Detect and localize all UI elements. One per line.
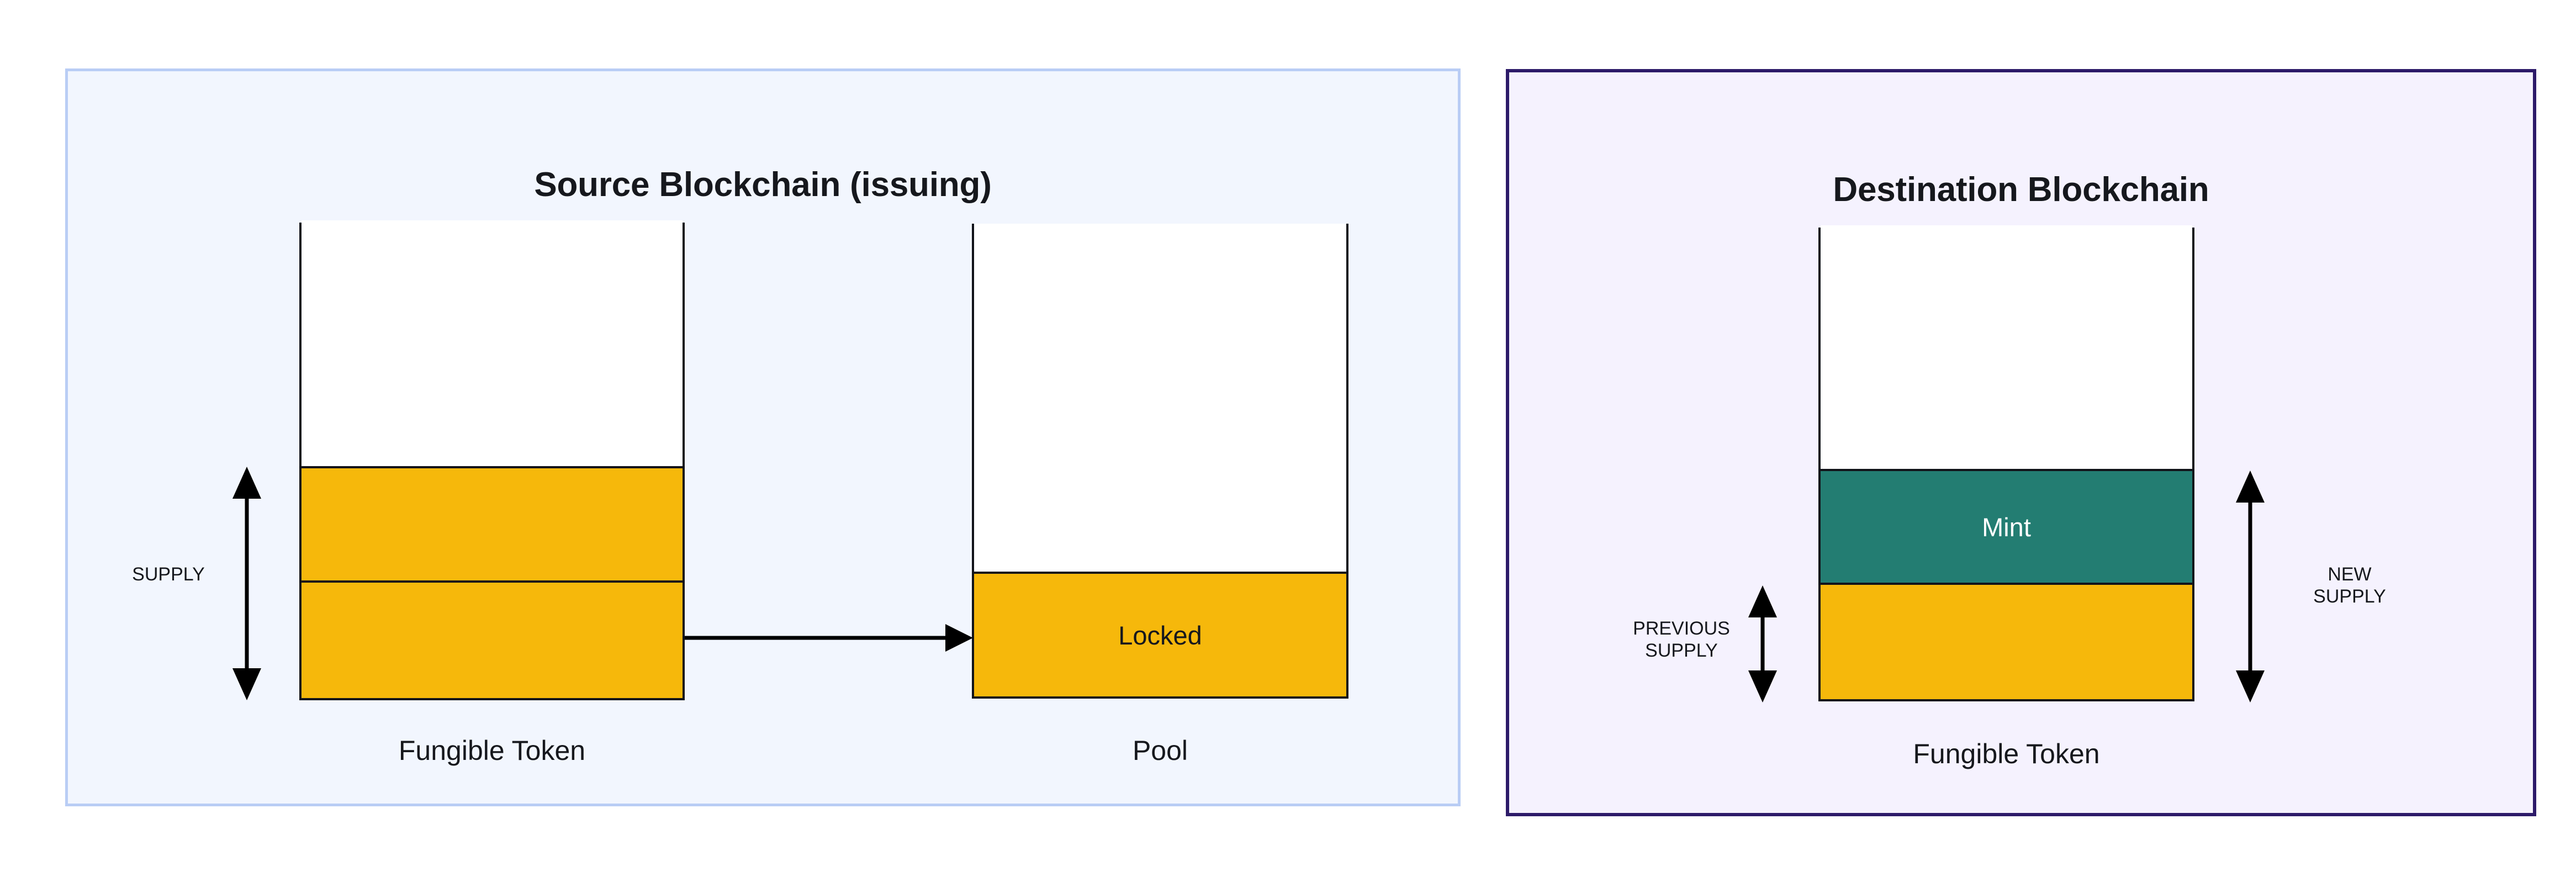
destination-token-empty-headroom: [1821, 225, 2192, 469]
new-supply-dimension-label: NEW SUPPLY: [2313, 564, 2386, 607]
destination-token-previous-supply-segment: [1821, 583, 2192, 699]
supply-dimension-label: SUPPLY: [132, 564, 205, 585]
destination-token-mint-segment: Mint: [1821, 469, 2192, 583]
pool-empty-headroom: [974, 224, 1346, 572]
destination-fungible-token-caption: Fungible Token: [1913, 738, 2100, 769]
pool-locked-segment: Locked: [974, 572, 1346, 696]
source-fungible-token-bar: [299, 220, 685, 700]
previous-supply-dimension-label: PREVIOUS SUPPLY: [1633, 618, 1730, 662]
source-token-empty-headroom: [301, 220, 683, 466]
pool-caption: Pool: [1132, 735, 1188, 766]
destination-blockchain-title: Destination Blockchain: [1833, 171, 2209, 209]
destination-mint-label: Mint: [1982, 512, 2031, 542]
source-blockchain-title: Source Blockchain (issuing): [534, 166, 992, 204]
pool-locked-label: Locked: [1118, 620, 1202, 650]
source-token-supply-lower: [301, 580, 683, 698]
source-token-supply-upper: [301, 466, 683, 580]
pool-bar: Locked: [972, 224, 1348, 699]
source-fungible-token-caption: Fungible Token: [398, 735, 586, 766]
destination-fungible-token-bar: Mint: [1818, 225, 2194, 701]
